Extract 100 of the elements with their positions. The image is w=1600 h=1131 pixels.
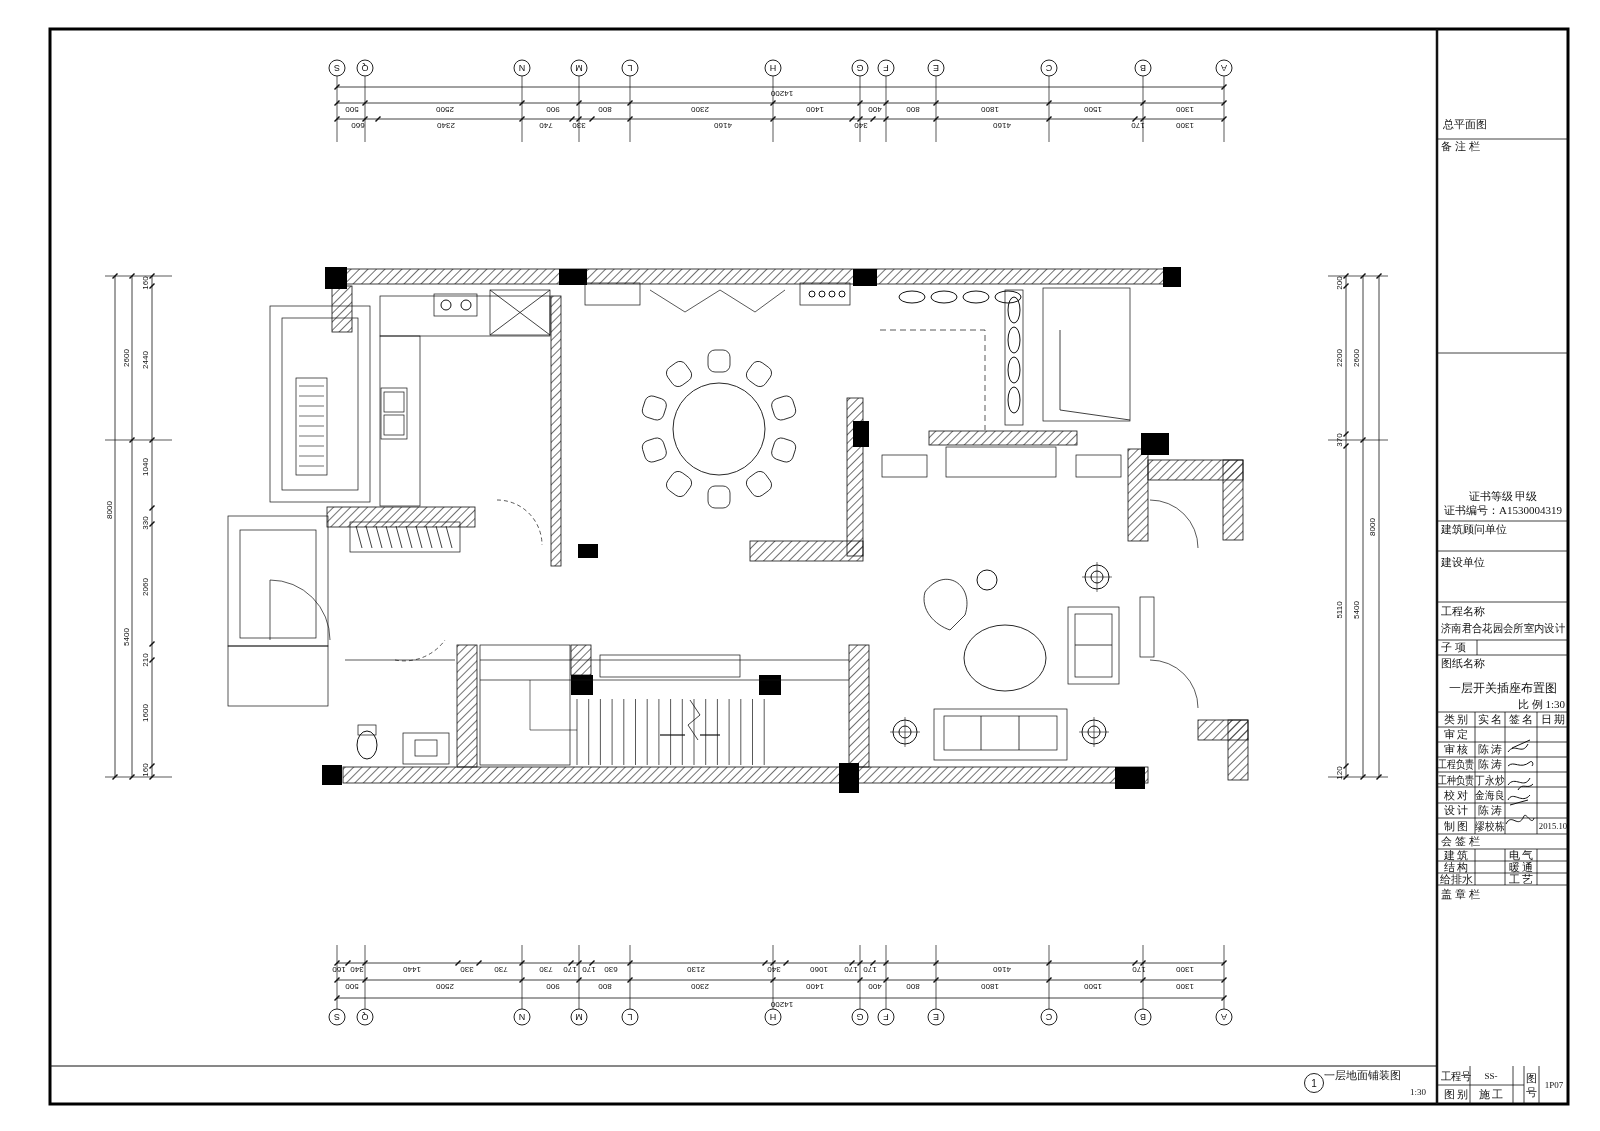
- title-block-text: 暖 通: [1508, 861, 1534, 873]
- dimension-text: 340: [854, 121, 868, 129]
- grid-bubble: E: [927, 1008, 945, 1026]
- dimension-text: 200: [1336, 276, 1344, 290]
- title-block-text: 金海良: [1475, 789, 1505, 801]
- grid-bubble: L: [621, 59, 639, 77]
- dimension-text: 210: [142, 653, 150, 667]
- dimension-text: 400: [868, 982, 882, 990]
- dimension-text: 2500: [436, 982, 454, 990]
- dimension-text: 4160: [993, 965, 1011, 973]
- dimension-text: 1300: [1176, 982, 1194, 990]
- grid-bubble: G: [851, 1008, 869, 1026]
- dimension-text: 2440: [142, 351, 150, 369]
- dimension-text: 1040: [142, 458, 150, 476]
- dimension-text: 170: [582, 965, 596, 973]
- dimension-text: 800: [598, 105, 612, 113]
- title-block-text: 设 计: [1443, 804, 1469, 816]
- title-block-text: 工种负责: [1438, 774, 1474, 786]
- title-block-text: 制 图: [1443, 820, 1469, 832]
- dimension-text: 1500: [1084, 105, 1102, 113]
- dimension-text: 160: [332, 965, 346, 973]
- title-block-text: 实 名: [1477, 713, 1503, 725]
- grid-bubble: S: [328, 1008, 346, 1026]
- dimension-text: 330: [572, 121, 586, 129]
- title-block-text: 1:30: [1410, 1087, 1426, 1097]
- dimension-text: 330: [460, 965, 474, 973]
- title-block-text: 日 期: [1540, 713, 1566, 725]
- dimension-text: 800: [906, 982, 920, 990]
- dimension-text: 900: [546, 105, 560, 113]
- dimension-text: 160: [142, 763, 150, 777]
- dimension-text: 630: [604, 965, 618, 973]
- title-block-text: 建筑顾问单位: [1441, 523, 1507, 535]
- dimension-text: 740: [539, 121, 553, 129]
- grid-bubble: A: [1215, 1008, 1233, 1026]
- dimension-text: 2300: [691, 105, 709, 113]
- dimension-text: 1300: [1176, 121, 1194, 129]
- title-block-text: 建 筑: [1443, 849, 1469, 861]
- title-block-text: 会 签 栏: [1441, 835, 1480, 847]
- dimension-text: 730: [494, 965, 508, 973]
- dimension-text: 1440: [403, 965, 421, 973]
- grid-bubble: G: [851, 59, 869, 77]
- title-block-text: 济南君合花园会所室内设计: [1441, 622, 1565, 634]
- dimension-text: 160: [142, 276, 150, 290]
- grid-bubble: S: [328, 59, 346, 77]
- dimension-text: 14200: [770, 1000, 794, 1008]
- title-block-text: 盖 章 栏: [1441, 888, 1480, 900]
- dimension-text: 1060: [810, 965, 828, 973]
- title-block-text: 一层开关插座布置图: [1449, 682, 1557, 694]
- dimension-text: 2600: [123, 349, 131, 367]
- dimension-text: 5400: [123, 628, 131, 646]
- title-block-text: 2015.10: [1538, 821, 1568, 831]
- dimension-text: 170: [863, 965, 877, 973]
- dimension-text: 1600: [142, 704, 150, 722]
- dimension-text: 14200: [770, 89, 794, 97]
- grid-bubble: B: [1134, 1008, 1152, 1026]
- dimension-text: 170: [844, 965, 858, 973]
- dimension-text: 1800: [981, 105, 999, 113]
- dimension-text: 400: [868, 105, 882, 113]
- dimension-text: 1400: [806, 982, 824, 990]
- grid-bubble: M: [570, 1008, 588, 1026]
- title-block-text: 1P07: [1544, 1080, 1564, 1090]
- title-block-text: 给排水: [1439, 873, 1473, 885]
- grid-bubble: A: [1215, 59, 1233, 77]
- grid-bubble: B: [1134, 59, 1152, 77]
- dimension-text: 2300: [691, 982, 709, 990]
- title-block-text: 图纸名称: [1441, 657, 1485, 669]
- grid-bubble: H: [764, 1008, 782, 1026]
- title-block-text: 总平面图: [1443, 118, 1487, 130]
- title-block-text: 审 核: [1443, 743, 1469, 755]
- dimension-text: 170: [563, 965, 577, 973]
- title-block-text: 工程负责: [1438, 758, 1474, 770]
- dimension-text: 5400: [1353, 601, 1361, 619]
- grid-bubble: C: [1040, 59, 1058, 77]
- dimension-text: 1500: [1084, 982, 1102, 990]
- grid-bubble: E: [927, 59, 945, 77]
- dimension-text: 170: [1131, 121, 1145, 129]
- dimension-text: 500: [345, 105, 359, 113]
- dimension-text: 1800: [981, 982, 999, 990]
- grid-bubble: M: [570, 59, 588, 77]
- dimension-text: 2200: [1336, 349, 1344, 367]
- dimension-text: 2060: [142, 578, 150, 596]
- dimension-text: 2500: [436, 105, 454, 113]
- dimension-text: 900: [546, 982, 560, 990]
- dimension-text: 1300: [1176, 965, 1194, 973]
- title-block-text: 结 构: [1443, 861, 1469, 873]
- dimension-text: 1400: [806, 105, 824, 113]
- dimension-text: 2130: [687, 965, 705, 973]
- title-block-text: 工 艺: [1508, 873, 1534, 885]
- title-block-text: 建设单位: [1441, 556, 1485, 568]
- grid-bubble: Q: [356, 59, 374, 77]
- title-block-text: 证书等级 甲级: [1468, 490, 1538, 502]
- dimension-text: 370: [1336, 433, 1344, 447]
- dimension-text: 800: [906, 105, 920, 113]
- title-block-text: 一层地面铺装图: [1323, 1069, 1401, 1081]
- title-block-text: 比 例 1:30: [1517, 698, 1565, 710]
- dimension-text: 1300: [1176, 105, 1194, 113]
- dimension-text: 5110: [1336, 601, 1344, 619]
- dimension-text: 800: [598, 982, 612, 990]
- title-block-text: 施 工: [1478, 1088, 1504, 1100]
- dimension-text: 340: [350, 965, 364, 973]
